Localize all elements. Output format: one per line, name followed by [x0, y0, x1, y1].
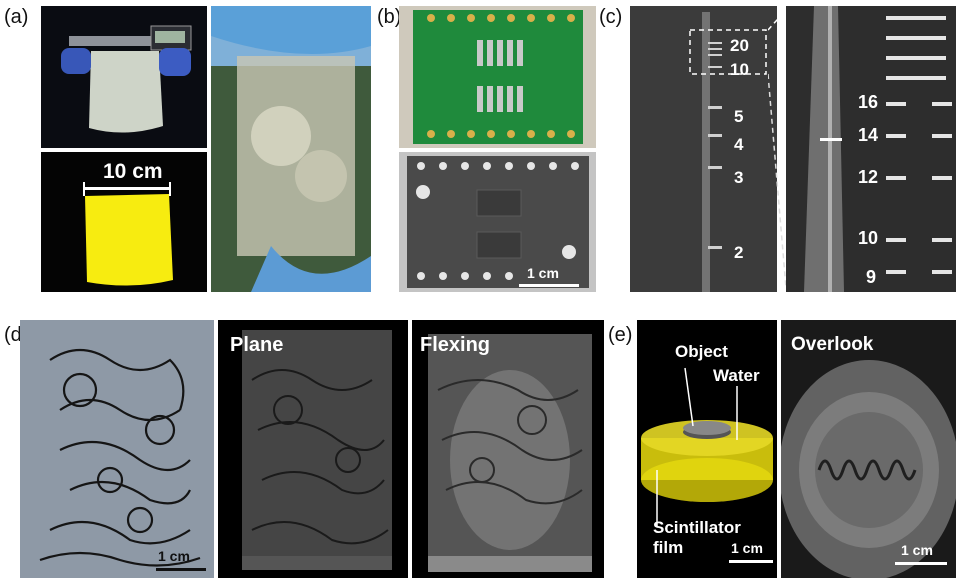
lp-tick-3: 3 [734, 168, 744, 187]
zoom-tick-10: 10 [858, 228, 879, 248]
plane-xray-drawing [218, 320, 408, 578]
dimension-arrow [83, 187, 171, 190]
water-label: Water [713, 366, 760, 385]
lp-tick-5: 5 [734, 107, 744, 126]
scale-label-b: 1 cm [527, 265, 559, 281]
resolution-card-image: 20 10 5 4 3 2 [630, 6, 777, 292]
scale-bar-e-right [895, 562, 947, 565]
lp-tick-20: 20 [730, 36, 749, 55]
resolution-card-drawing [630, 6, 777, 292]
zoom-connector [768, 9, 787, 289]
overlook-xray-drawing [781, 320, 956, 578]
zoom-tick-9: 9 [866, 267, 877, 287]
flexing-xray-drawing [412, 320, 604, 578]
plane-xray-image: Plane [218, 320, 408, 578]
transparent-film-photo [211, 6, 371, 292]
glowing-film-drawing [41, 152, 207, 292]
scale-bar-e-left [729, 560, 773, 563]
panel-label-c: (c) [599, 6, 623, 28]
dimension-arrow-right [169, 182, 171, 196]
lp-tick-10: 10 [730, 60, 749, 79]
dimension-arrow-left [83, 182, 85, 196]
scale-label-e-left: 1 cm [731, 540, 763, 556]
pcb-xray-image: 1 cm [399, 152, 596, 292]
zoom-tick-16: 16 [858, 92, 879, 112]
dimension-label: 10 cm [103, 160, 163, 183]
zoom-tick-14: 14 [858, 125, 879, 145]
plane-label: Plane [230, 334, 284, 356]
paper-cut-drawing [20, 320, 214, 578]
zoom-tick-12: 12 [858, 167, 879, 187]
scintillator-dish-photo: Object Water Scintillator film 1 cm [637, 320, 777, 578]
resolution-zoom-image: 16 14 12 10 9 [786, 6, 956, 292]
lp-tick-4: 4 [734, 135, 744, 154]
overlook-label: Overlook [791, 334, 874, 355]
film-caliper-drawing [41, 6, 207, 148]
transparent-film-drawing [211, 6, 371, 292]
flexing-label: Flexing [420, 334, 491, 356]
pcb-drawing [399, 6, 596, 148]
scale-label-d: 1 cm [158, 548, 190, 564]
overlook-xray-image: Overlook 1 cm [781, 320, 956, 578]
scintillator-label-line1: Scintillator [653, 518, 741, 537]
paper-cut-photo: 1 cm [20, 320, 214, 578]
lp-tick-2: 2 [734, 243, 744, 262]
pcb-xray-drawing [399, 152, 596, 292]
scale-bar-d [156, 568, 206, 571]
glowing-film-photo: 10 cm [41, 152, 207, 292]
film-caliper-photo [41, 6, 207, 148]
flexing-xray-image: Flexing [412, 320, 604, 578]
panel-label-e: (e) [608, 324, 633, 346]
object-label: Object [675, 342, 728, 361]
scintillator-label-line2: film [653, 538, 684, 557]
scale-label-e-right: 1 cm [901, 542, 933, 558]
pcb-photo [399, 6, 596, 148]
resolution-zoom-drawing [786, 6, 956, 292]
panel-label-a: (a) [4, 6, 29, 28]
scintillator-dish-drawing [637, 320, 777, 578]
scale-bar-b [519, 284, 579, 287]
panel-label-b: (b) [377, 6, 402, 28]
